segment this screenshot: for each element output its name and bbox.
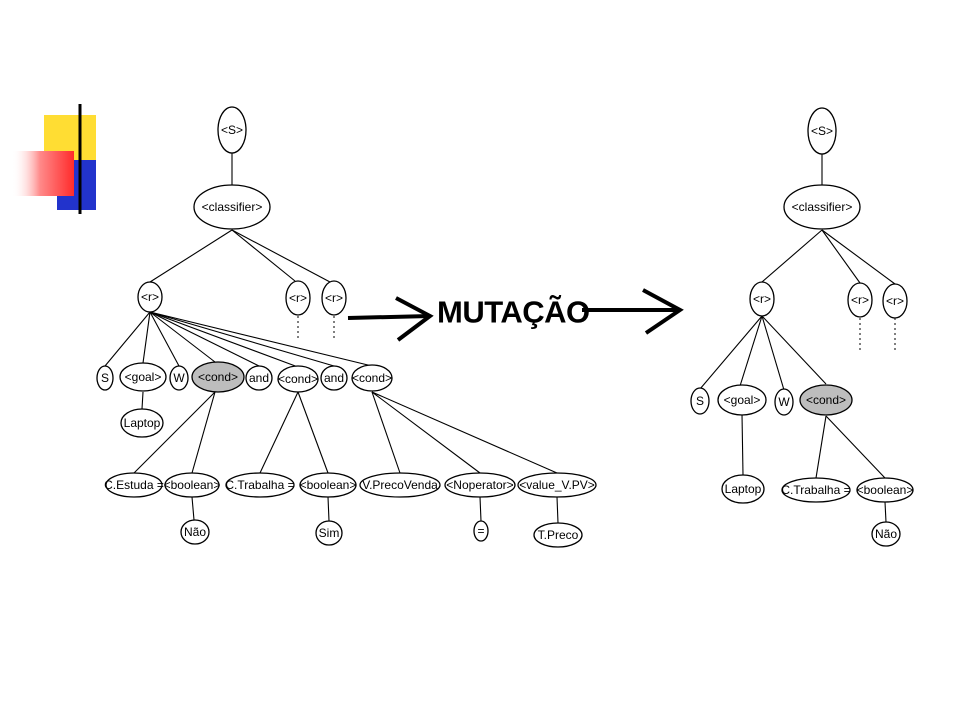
left-node-and-2: and <box>320 365 348 391</box>
svg-text:C.Trabalha =: C.Trabalha = <box>781 483 850 497</box>
left-node-r-main: <r> <box>137 281 163 313</box>
svg-text:<classifier>: <classifier> <box>792 200 853 214</box>
svg-text:<goal>: <goal> <box>724 393 761 407</box>
left-node-laptop: Laptop <box>120 408 164 438</box>
right-node-nao: Não <box>871 521 901 547</box>
left-node-r-2: <r> <box>285 280 311 316</box>
right-node-c-trabalha: C.Trabalha = <box>781 477 851 503</box>
svg-text:<goal>: <goal> <box>125 370 162 384</box>
right-node-cond-mutated: <cond> <box>799 384 853 416</box>
left-node-s-symbol: S <box>96 365 114 391</box>
mutation-label: MUTAÇÃO <box>437 295 590 330</box>
svg-text:S: S <box>696 394 704 408</box>
right-node-w-symbol: W <box>774 388 794 416</box>
left-node-t-preco: T.Preco <box>533 522 583 548</box>
left-node-nao: Não <box>180 519 210 545</box>
left-node-cond-2: <cond> <box>277 365 319 393</box>
svg-text:<r>: <r> <box>289 291 307 305</box>
svg-text:<cond>: <cond> <box>806 393 846 407</box>
left-tree: <S> <classifier> <r> <r> <r> S <goal> W <box>96 106 597 548</box>
left-node-cond-3: <cond> <box>351 364 393 392</box>
left-node-r-3: <r> <box>321 280 347 316</box>
right-tree-edges <box>699 154 896 523</box>
svg-text:Não: Não <box>184 525 206 539</box>
svg-text:<boolean>: <boolean> <box>857 483 914 497</box>
left-node-sim: Sim <box>315 520 343 546</box>
svg-text:<classifier>: <classifier> <box>202 200 263 214</box>
right-node-r-main: <r> <box>749 281 775 317</box>
svg-text:S: S <box>101 371 109 385</box>
svg-text:=: = <box>477 524 484 538</box>
left-node-and-1: and <box>245 365 273 391</box>
svg-text:<r>: <r> <box>141 290 159 304</box>
right-node-goal: <goal> <box>717 384 767 416</box>
svg-text:<r>: <r> <box>325 291 343 305</box>
svg-text:<r>: <r> <box>753 292 771 306</box>
left-node-equals: = <box>473 520 489 542</box>
svg-text:<S>: <S> <box>811 124 833 138</box>
corner-decoration <box>12 104 96 214</box>
svg-text:<r>: <r> <box>851 293 869 307</box>
right-node-laptop: Laptop <box>721 474 765 504</box>
right-node-r-2: <r> <box>847 282 873 318</box>
svg-text:C.Trabalha =: C.Trabalha = <box>225 478 294 492</box>
left-node-s: <S> <box>217 106 247 154</box>
svg-text:<Noperator>: <Noperator> <box>446 478 513 492</box>
right-node-s: <S> <box>807 107 837 155</box>
svg-text:<cond>: <cond> <box>198 370 238 384</box>
svg-text:W: W <box>778 395 790 409</box>
svg-text:<boolean>: <boolean> <box>300 478 357 492</box>
left-node-goal: <goal> <box>119 362 167 392</box>
left-tree-edges <box>104 153 559 524</box>
left-node-classifier: <classifier> <box>193 184 271 230</box>
svg-text:and: and <box>324 371 344 385</box>
mutation-arrow-right <box>582 288 684 335</box>
right-node-s-symbol: S <box>690 387 710 415</box>
svg-text:Laptop: Laptop <box>725 482 762 496</box>
deco-red-gradient <box>12 151 74 196</box>
mutation-arrow-left <box>347 296 434 342</box>
left-node-w-symbol: W <box>169 365 189 391</box>
left-node-noperator: <Noperator> <box>444 472 516 498</box>
left-node-c-estuda: C.Estuda = <box>104 472 164 498</box>
svg-text:W: W <box>173 371 185 385</box>
svg-text:<boolean>: <boolean> <box>164 478 221 492</box>
svg-text:<value_V.PV>: <value_V.PV> <box>519 478 595 492</box>
svg-text:T.Preco: T.Preco <box>538 528 579 542</box>
left-node-c-trabalha: C.Trabalha = <box>225 472 295 498</box>
right-tree: <S> <classifier> <r> <r> <r> S <goal> W <box>690 107 914 547</box>
left-node-v-precovenda: V.PrecoVenda <box>359 472 441 498</box>
svg-text:Sim: Sim <box>319 526 340 540</box>
svg-text:<S>: <S> <box>221 123 243 137</box>
right-node-r-3: <r> <box>882 283 908 319</box>
svg-text:<r>: <r> <box>886 294 904 308</box>
svg-text:V.PrecoVenda: V.PrecoVenda <box>362 478 438 492</box>
svg-text:<cond>: <cond> <box>278 372 318 386</box>
left-node-boolean-1: <boolean> <box>164 472 221 498</box>
svg-text:<cond>: <cond> <box>352 371 392 385</box>
right-node-boolean: <boolean> <box>856 477 914 503</box>
right-node-classifier: <classifier> <box>783 184 861 230</box>
svg-text:C.Estuda =: C.Estuda = <box>104 478 164 492</box>
svg-text:Laptop: Laptop <box>124 416 161 430</box>
svg-text:Não: Não <box>875 527 897 541</box>
left-node-boolean-2: <boolean> <box>299 472 357 498</box>
left-node-cond-mutated: <cond> <box>191 361 245 393</box>
svg-text:and: and <box>249 371 269 385</box>
left-node-value-v-pv: <value_V.PV> <box>517 472 597 498</box>
